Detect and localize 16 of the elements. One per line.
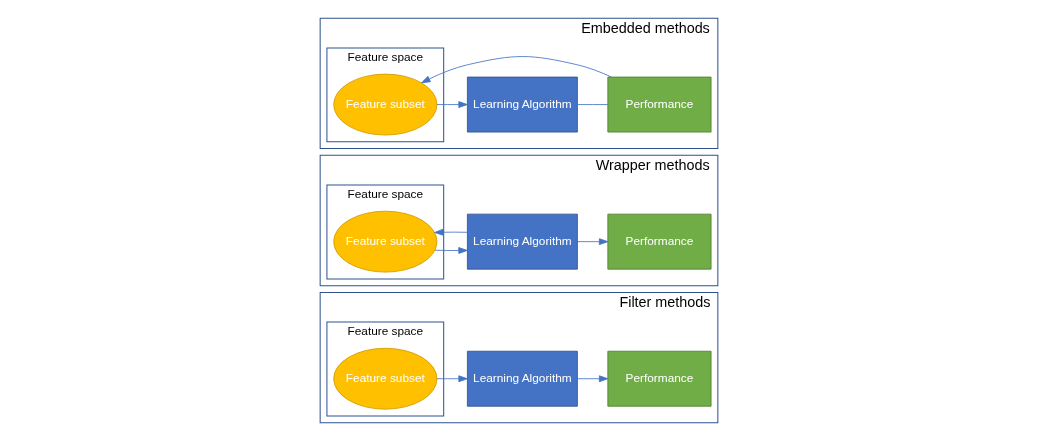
arrow (436, 375, 468, 383)
arrow (436, 101, 468, 108)
node-ellipse: Feature subset (333, 347, 438, 410)
node-box: Learning Algorithm (466, 213, 578, 270)
connector (577, 104, 609, 105)
arrow (577, 375, 609, 383)
arrow (577, 238, 609, 246)
node-box: Learning Algorithm (466, 76, 578, 133)
arrow (434, 228, 468, 236)
node-box: Performance (607, 213, 712, 270)
arrow (421, 56, 612, 84)
node-ellipse: Feature subset (333, 210, 438, 273)
node-box: Performance (607, 350, 712, 407)
node-box: Performance (607, 76, 712, 133)
arrow (434, 247, 468, 254)
node-box: Learning Algorithm (466, 350, 578, 407)
